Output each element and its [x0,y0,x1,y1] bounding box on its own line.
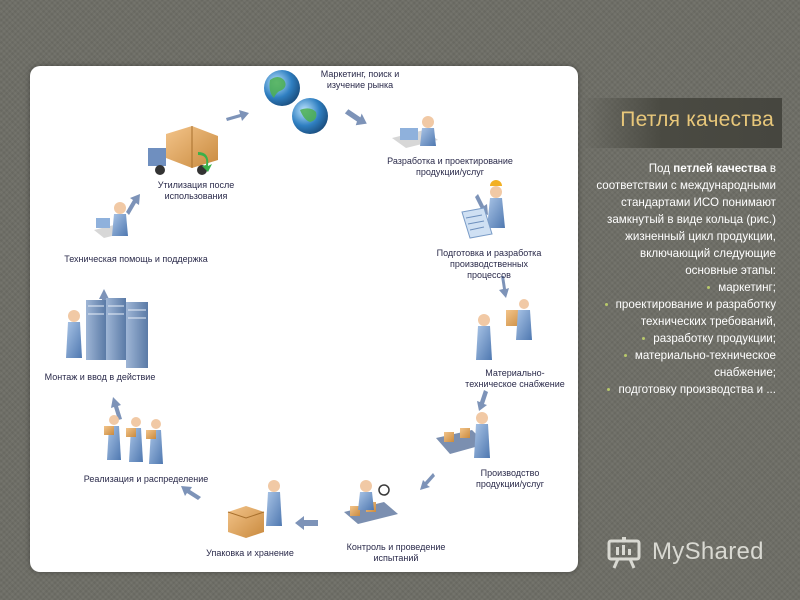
bullet-dot-icon [642,337,646,341]
presentation-board-icon [607,537,641,569]
bullet-dot-icon [623,354,627,358]
bullet-item: подготовку производства и ... [592,381,776,398]
intro-term: петлей качества [673,162,767,175]
myshared-watermark[interactable]: MyShared [606,536,786,572]
globe-icon [264,70,328,134]
distribution-icon [104,415,163,464]
slide-body: Под петлей качества в соответствии с меж… [592,160,776,398]
arrow-3 [499,276,509,298]
stage-bullet-list: маркетинг; проектирование и разработку т… [592,279,776,398]
stage-label-distribution: Реализация и распределение [83,474,209,484]
stage-label-production: Производство продукции/услуг [475,468,545,489]
bullet-text: разработку продукции; [653,332,776,345]
supply-icon [476,299,532,360]
bullet-dot-icon [707,286,711,290]
arrow-11 [226,110,249,121]
stage-label-design: Разработка и проектирование продукции/ус… [387,156,513,177]
bullet-dot-icon [604,303,608,307]
stage-label-inspection: Контроль и проведение испытаний [346,542,446,563]
bullet-item: материально-техническое снабжение; [592,347,776,381]
bullet-text: проектирование и разработку технических … [615,298,776,328]
installation-icon [66,298,148,368]
bullet-dot-icon [607,388,611,392]
production-icon [436,412,490,458]
stage-label-packaging: Упаковка и хранение [206,548,294,558]
stage-label-supply: Материально- техническое снабжение [465,368,565,389]
arrow-4 [477,390,488,411]
arrow-10 [126,194,140,215]
arrow-6 [295,516,318,530]
recycling-truck-icon [148,126,218,175]
stage-label-marketing: Маркетинг, поиск и изучение рынка [320,69,400,90]
arrow-5 [420,473,435,490]
bullet-item: проектирование и разработку технических … [592,296,776,330]
watermark-text: MyShared [652,538,764,565]
designer-icon [392,116,438,148]
inspection-icon [344,480,398,524]
diagram-canvas [66,70,532,538]
bullet-text: маркетинг; [718,281,776,294]
title-bar [582,98,782,148]
stage-label-support: Техническая помощь и поддержка [64,254,208,264]
flow-arrows [99,109,509,530]
bullet-item: маркетинг; [592,279,776,296]
stage-label-installation: Монтаж и ввод в действие [44,372,156,382]
quality-loop-diagram: Маркетинг, поиск и изучение рынка Разраб… [30,66,578,572]
slide-title: Петля качества [620,108,774,131]
arrow-7 [181,486,201,500]
engineer-icon [461,180,505,239]
intro-post: в соответствии с международными стандарт… [596,162,776,277]
stage-label-process-prep: Подготовка и разработка производственных… [436,248,542,280]
intro-pre: Под [648,162,674,175]
arrow-1 [344,109,367,126]
stage-label-recycling: Утилизация после использования [157,180,235,201]
intro-paragraph: Под петлей качества в соответствии с меж… [592,160,776,279]
bullet-item: разработку продукции; [592,330,776,347]
support-icon [94,202,128,238]
bullet-text: подготовку производства и ... [618,383,776,396]
arrow-8 [111,397,122,420]
packaging-icon [227,480,282,538]
bullet-text: материально-техническое снабжение; [634,349,776,379]
